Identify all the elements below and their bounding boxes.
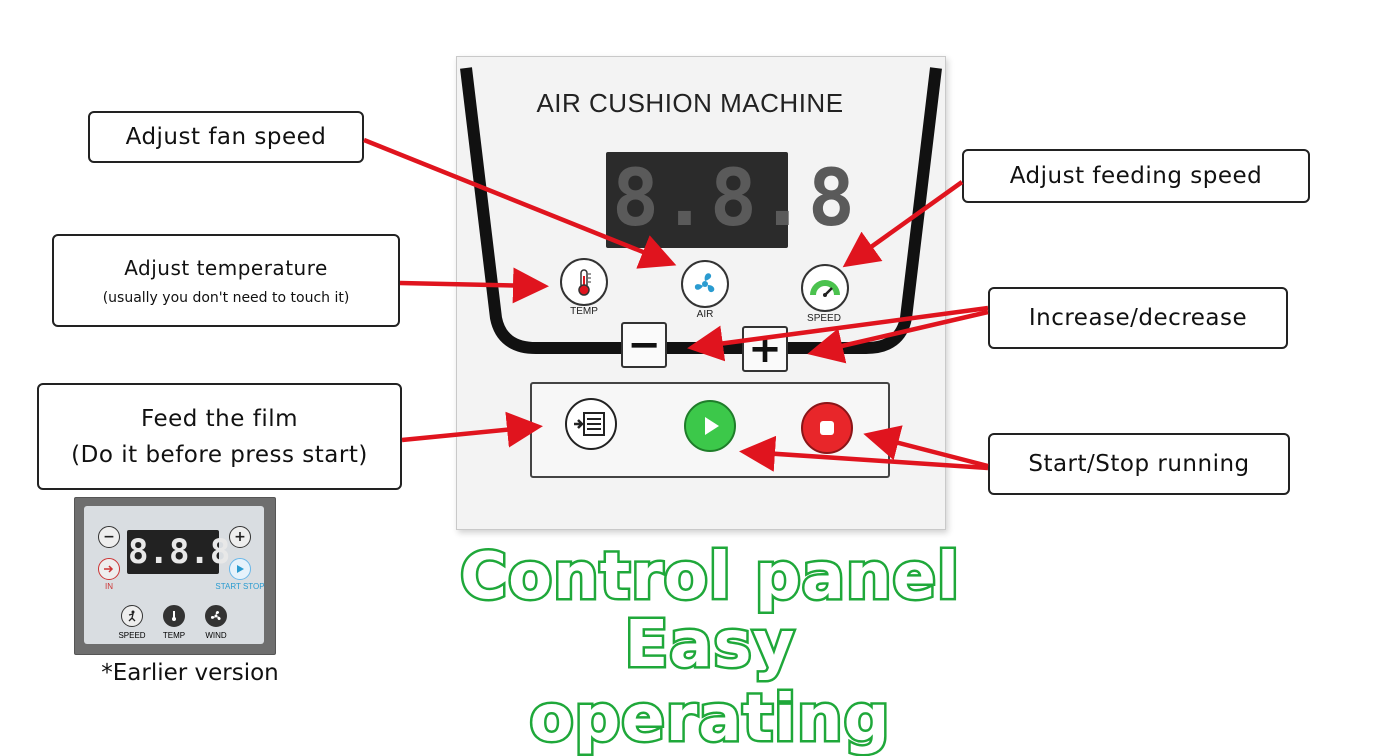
speedometer-icon bbox=[801, 264, 849, 312]
feed-film-icon bbox=[574, 412, 605, 436]
decrease-button[interactable]: − bbox=[621, 322, 667, 368]
segment-display bbox=[606, 152, 788, 248]
speed-label: SPEED bbox=[807, 313, 841, 324]
callout-feeding-speed-text: Adjust feeding speed bbox=[1009, 163, 1263, 189]
callout-start-stop: Start/Stop running bbox=[988, 433, 1290, 495]
arrow-fan-speed bbox=[363, 137, 677, 269]
callout-fan-speed: Adjust fan speed bbox=[88, 111, 364, 163]
earlier-speed-label: SPEED bbox=[118, 631, 146, 640]
headline-line-1: Control panel bbox=[458, 538, 962, 617]
callout-temperature-text: Adjust temperature bbox=[124, 255, 328, 280]
earlier-wind-button bbox=[205, 605, 227, 627]
callout-temperature: Adjust temperature (usually you don't ne… bbox=[52, 234, 400, 327]
earlier-start-stop-label: START STOP bbox=[215, 582, 265, 591]
play-icon bbox=[705, 417, 719, 435]
earlier-wind-label: WIND bbox=[205, 631, 227, 640]
callout-increase-decrease: Increase/decrease bbox=[988, 287, 1288, 349]
arrow-feed-film bbox=[401, 411, 543, 448]
arrow-increase bbox=[807, 309, 989, 364]
air-label: AIR bbox=[696, 309, 714, 320]
earlier-speed-button bbox=[121, 605, 143, 627]
earlier-temp-button bbox=[163, 605, 185, 627]
arrow-decrease bbox=[687, 305, 989, 362]
stop-icon bbox=[820, 421, 834, 435]
speed-control[interactable] bbox=[801, 264, 849, 312]
thermometer-icon bbox=[560, 258, 608, 306]
earlier-plus-button: + bbox=[229, 526, 251, 548]
earlier-version-digits: 8.8.8 bbox=[128, 532, 231, 572]
callout-feed-film: Feed the film (Do it before press start) bbox=[37, 383, 402, 490]
callout-increase-decrease-text: Increase/decrease bbox=[1028, 305, 1248, 331]
arrow-temperature bbox=[399, 267, 549, 304]
earlier-feed-icon bbox=[104, 565, 114, 573]
feed-film-button[interactable] bbox=[565, 398, 617, 450]
callout-temperature-note: (usually you don't need to touch it) bbox=[102, 289, 350, 306]
temp-label: TEMP bbox=[570, 306, 598, 317]
earlier-thermometer-icon bbox=[172, 611, 176, 621]
headline-line-2: Easy operating bbox=[527, 606, 892, 756]
callout-feed-film-text: Feed the film bbox=[140, 405, 299, 432]
earlier-minus-button: − bbox=[98, 526, 120, 548]
temp-control[interactable] bbox=[560, 258, 608, 306]
earlier-version-display bbox=[127, 530, 219, 574]
air-control[interactable] bbox=[681, 260, 729, 308]
callout-fan-speed-text: Adjust fan speed bbox=[125, 124, 327, 150]
callout-feed-film-note: (Do it before press start) bbox=[71, 441, 368, 468]
panel-title: AIR CUSHION MACHINE bbox=[536, 88, 844, 118]
earlier-in-button bbox=[98, 558, 120, 580]
fan-icon bbox=[681, 260, 729, 308]
stop-button[interactable] bbox=[801, 402, 853, 454]
earlier-play-icon bbox=[237, 565, 244, 573]
arrow-layer bbox=[363, 137, 989, 472]
arrow-stop bbox=[863, 425, 989, 469]
start-button[interactable] bbox=[684, 400, 736, 452]
arrow-feeding-speed bbox=[842, 180, 964, 268]
earlier-version-caption: *Earlier version bbox=[101, 660, 279, 686]
earlier-in-label: IN bbox=[105, 582, 113, 591]
earlier-start-stop-button bbox=[229, 558, 251, 580]
callout-feeding-speed: Adjust feeding speed bbox=[962, 149, 1310, 203]
earlier-runner-icon bbox=[128, 610, 136, 622]
earlier-temp-label: TEMP bbox=[162, 631, 186, 640]
callout-start-stop-text: Start/Stop running bbox=[1028, 451, 1250, 477]
earlier-fan-icon bbox=[210, 610, 221, 621]
